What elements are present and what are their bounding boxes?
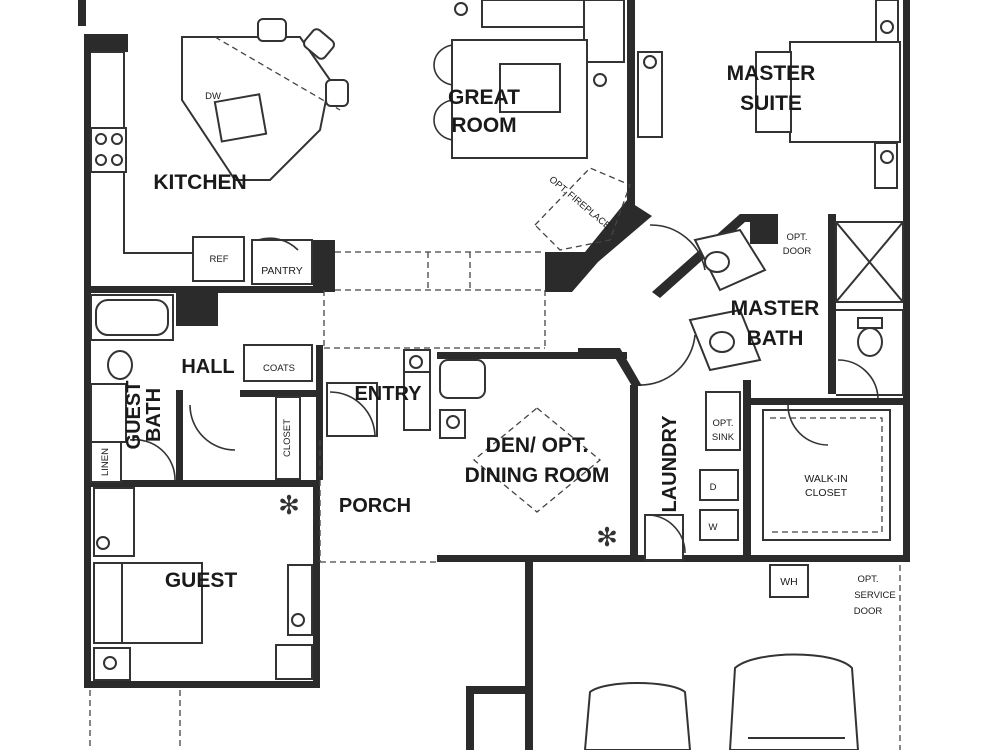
water-heater-label: WH [780,576,798,588]
porch-label: PORCH [339,495,411,517]
electrical-symbols: ✻ ✻ [96,2,894,670]
kitchen-label: KITCHEN [153,171,246,194]
opt-sink-label-2: SINK [712,432,735,443]
master-suite-label-2: SUITE [740,92,802,115]
laundry-label: LAUNDRY [659,415,681,513]
opt-service-door-label-2: SERVICE [854,590,896,601]
guest-bath-label-2: BATH [143,388,165,442]
walls [78,0,910,750]
great-room-label-1: GREAT [448,86,520,109]
closet-label: CLOSET [282,419,293,457]
walk-in-closet-label-1: WALK-IN [804,473,847,485]
opt-service-door-label-1: OPT. [857,574,878,585]
entry-label: ENTRY [354,383,422,405]
guest-bath-label-1: GUEST [123,381,145,450]
room-labels: KITCHEN GREAT ROOM MASTER SUITE MASTER B… [123,62,848,592]
den-label-1: DEN/ OPT. [486,434,589,457]
guest-label: GUEST [165,569,238,592]
master-suite-label-1: MASTER [727,62,816,85]
master-bath-label-1: MASTER [731,297,820,320]
pantry-label: PANTRY [261,265,303,277]
linen-label: LINEN [100,448,111,476]
opt-door-label-2: DOOR [783,246,812,257]
opt-sink-label-1: OPT. [712,418,733,429]
washer-label: W [709,522,718,533]
opt-door-label-1: OPT. [786,232,807,243]
master-bath-label-2: BATH [747,327,804,350]
dryer-label: D [710,482,717,493]
refrigerator-label: REF [210,254,229,265]
interior-lines [89,0,904,750]
great-room-label-2: ROOM [451,114,516,137]
opt-service-door-label-3: DOOR [854,606,883,617]
fan-icon: ✻ [596,523,618,552]
hall-label: HALL [181,356,234,378]
den-label-2: DINING ROOM [465,464,610,487]
fan-icon: ✻ [278,491,300,520]
dishwasher-label: DW [205,91,221,102]
walk-in-closet-label-2: CLOSET [805,487,848,499]
coats-label: COATS [263,363,295,374]
